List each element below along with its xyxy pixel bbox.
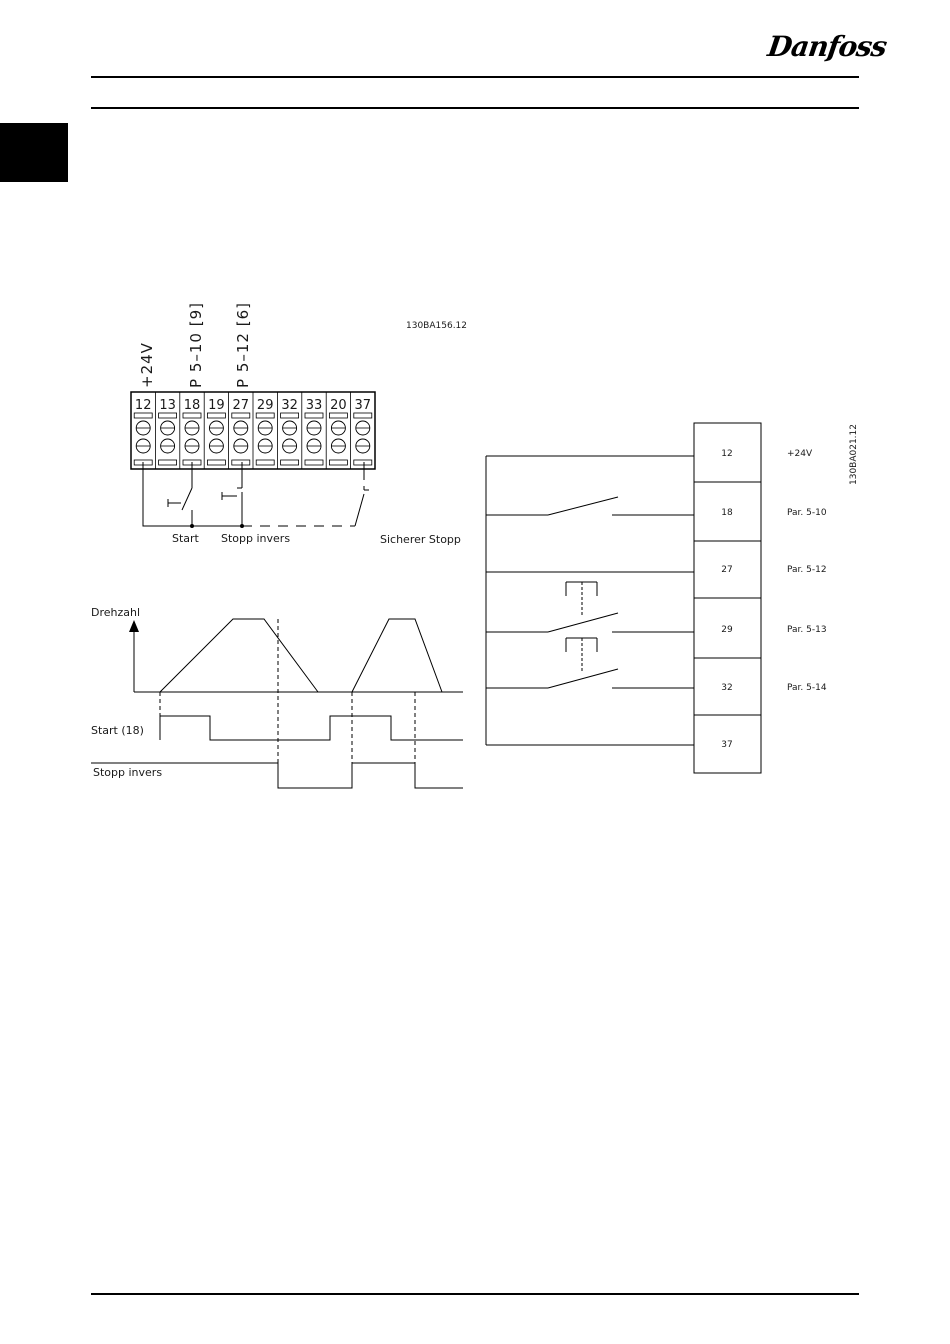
right-terminal-number: 27: [721, 565, 732, 575]
right-terminal-number: 18: [721, 508, 733, 518]
terminal-number: 29: [257, 398, 274, 413]
right-wiring: [486, 456, 761, 745]
label-speed: Drehzahl: [91, 606, 140, 619]
terminal-number: 32: [281, 398, 298, 413]
terminal-number: 37: [355, 398, 372, 413]
diagram-code-left: 130BA156.12: [406, 321, 467, 331]
terminal-29: 29: [253, 392, 274, 469]
terminal-19: 19: [204, 392, 225, 469]
right-terminal-number: 32: [721, 683, 732, 693]
terminal-33: 33: [302, 392, 323, 469]
terminal-number: 33: [306, 398, 323, 413]
label-p5-10: P 5–10 [9]: [187, 302, 205, 388]
terminal-block: 12 13 18 19 27 29 32 33 20 37: [131, 392, 375, 469]
timing-lines: [91, 619, 463, 788]
label-safe-stop: Sicherer Stopp: [380, 533, 461, 546]
label-stop-inverse: Stopp invers: [221, 532, 290, 545]
terminal-32: 32: [277, 392, 298, 469]
speed-axis-arrow: [129, 620, 139, 632]
label-24v: +24V: [138, 342, 156, 388]
terminal-number: 27: [233, 398, 250, 413]
right-terminal-label: Par. 5-14: [787, 683, 827, 693]
wiring-lines: [143, 462, 369, 526]
right-terminal-number: 29: [721, 625, 733, 635]
right-terminal-label: Par. 5-12: [787, 565, 827, 575]
label-start-18: Start (18): [91, 724, 144, 737]
diagram-code-right: 130BA021.12: [849, 424, 859, 485]
right-terminal-label: +24V: [787, 449, 813, 459]
label-stop-inverse-timing: Stopp invers: [93, 766, 162, 779]
terminal-37: 37: [351, 392, 372, 469]
terminal-13: 13: [155, 392, 176, 469]
terminal-number: 13: [159, 398, 176, 413]
junction-dot: [190, 524, 194, 528]
terminal-number: 20: [330, 398, 347, 413]
right-terminal-label: Par. 5-13: [787, 625, 827, 635]
terminal-18: 18: [180, 392, 201, 469]
terminal-number: 12: [135, 398, 152, 413]
right-terminal-number: 12: [721, 449, 732, 459]
terminal-number: 19: [208, 398, 225, 413]
terminal-20: 20: [326, 392, 347, 469]
label-start: Start: [172, 532, 200, 545]
right-rows: 12 +24V 18 Par. 5-10 27 Par. 5-12 29 Par. 5-13 3…: [721, 449, 827, 750]
terminal-12: 12: [134, 398, 152, 465]
right-terminal-label: Par. 5-10: [787, 508, 827, 518]
junction-dot: [240, 524, 244, 528]
terminal-27: 27: [229, 392, 250, 469]
right-terminal-number: 37: [721, 740, 732, 750]
label-p5-12: P 5–12 [6]: [234, 302, 252, 388]
terminal-number: 18: [184, 398, 201, 413]
